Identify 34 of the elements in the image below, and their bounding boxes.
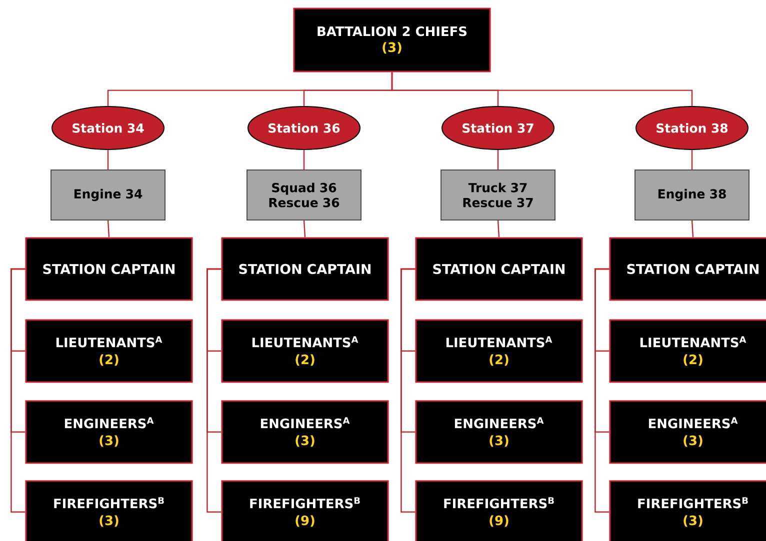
captain-box: STATION CAPTAIN bbox=[221, 237, 389, 301]
connector-line bbox=[303, 150, 305, 170]
connector-line bbox=[497, 150, 499, 170]
connector-line bbox=[107, 220, 110, 238]
rank-box: LIEUTENANTS$^{A}$ (2) bbox=[415, 319, 583, 383]
connector-line bbox=[594, 268, 610, 513]
rank-box: FIREFIGHTERS$^{B}$ (9) bbox=[415, 480, 583, 541]
rank-box: FIREFIGHTERS$^{B}$ (9) bbox=[221, 480, 389, 541]
apparatus-box: Engine 38 bbox=[634, 170, 750, 220]
captain-box: STATION CAPTAIN bbox=[25, 237, 193, 301]
connector-line bbox=[10, 268, 26, 513]
captain-box: STATION CAPTAIN bbox=[609, 237, 766, 301]
rank-box: LIEUTENANTS$^{A}$ (2) bbox=[221, 319, 389, 383]
rank-box: ENGINEERS$^{A}$ (3) bbox=[221, 400, 389, 464]
connector-line bbox=[400, 268, 416, 513]
connector-line bbox=[691, 150, 693, 170]
connector-line bbox=[691, 220, 694, 238]
connector-line bbox=[391, 72, 693, 106]
connector-line bbox=[303, 220, 306, 238]
rank-box: ENGINEERS$^{A}$ (3) bbox=[415, 400, 583, 464]
captain-box: STATION CAPTAIN bbox=[415, 237, 583, 301]
rank-box: LIEUTENANTS$^{A}$ (2) bbox=[25, 319, 193, 383]
rank-box: FIREFIGHTERS$^{B}$ (3) bbox=[609, 480, 766, 541]
chief-box: BATTALION 2 CHIEFS (3) bbox=[293, 8, 491, 72]
connector-line bbox=[107, 150, 109, 170]
apparatus-box: Engine 34 bbox=[50, 170, 166, 220]
rank-box: FIREFIGHTERS$^{B}$ (3) bbox=[25, 480, 193, 541]
rank-box: LIEUTENANTS$^{A}$ (2) bbox=[609, 319, 766, 383]
rank-box: ENGINEERS$^{A}$ (3) bbox=[25, 400, 193, 464]
apparatus-box: Squad 36 Rescue 36 bbox=[246, 170, 362, 220]
apparatus-box: Truck 37 Rescue 37 bbox=[440, 170, 556, 220]
connector-line bbox=[497, 220, 500, 238]
rank-box: ENGINEERS$^{A}$ (3) bbox=[609, 400, 766, 464]
connector-line bbox=[206, 268, 222, 513]
